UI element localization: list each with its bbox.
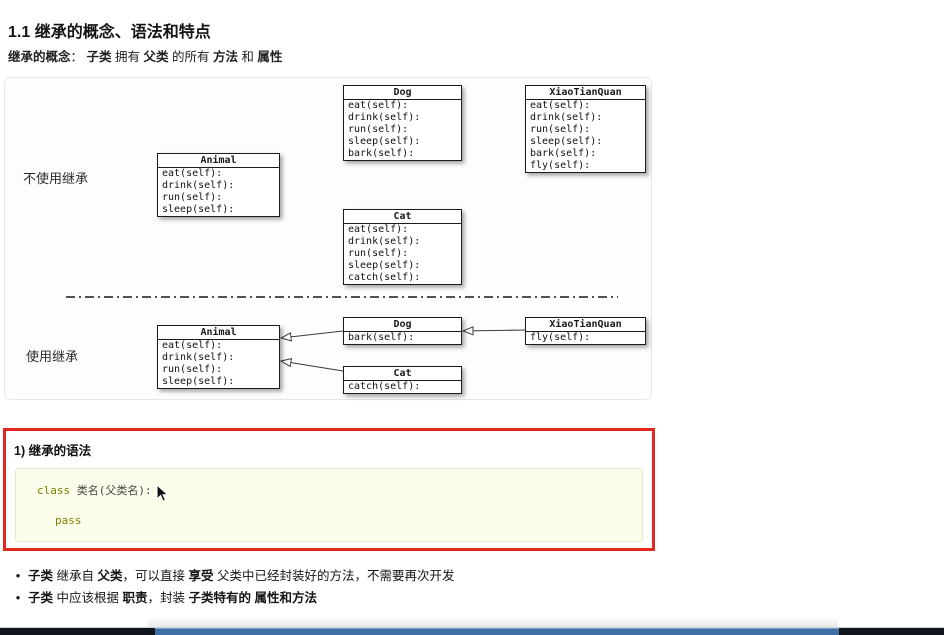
uml-method: sleep(self): <box>348 260 421 271</box>
window-shadow <box>148 618 838 627</box>
page-title: 1.1 继承的概念、语法和特点 <box>8 23 211 41</box>
uml-class-name: XiaoTianQuan <box>526 86 645 100</box>
uml-method: run(self): <box>530 124 591 135</box>
text-segment: ，封装 <box>147 591 189 605</box>
text-segment: 父类 <box>143 50 169 64</box>
inheritance-arrow <box>463 330 526 331</box>
uml-method: run(self): <box>348 124 409 135</box>
code-line: class 类名(父类名): <box>37 483 642 498</box>
text-segment: 拥有 <box>111 50 144 64</box>
uml-method: bark(self): <box>348 148 415 159</box>
text-segment: 和 <box>237 50 258 64</box>
inheritance-arrow <box>281 330 344 338</box>
uml-method: drink(self): <box>162 180 235 191</box>
uml-method: drink(self): <box>348 236 421 247</box>
text-segment: 继承的概念 <box>8 50 71 64</box>
uml-method: eat(self): <box>348 224 409 235</box>
uml-method: sleep(self): <box>162 204 235 215</box>
code-keyword: pass <box>55 514 82 527</box>
uml-method: bark(self): <box>348 332 415 343</box>
text-segment: 子类 <box>28 569 54 583</box>
text-segment: 父类中已经封装好的方法，不需要再次开发 <box>213 569 455 583</box>
bullet-text: 子类 继承自 父类，可以直接 享受 父类中已经封装好的方法，不需要再次开发 <box>28 565 688 587</box>
uml-method: sleep(self): <box>162 376 235 387</box>
uml-method: drink(self): <box>162 352 235 363</box>
uml-method: eat(self): <box>530 100 591 111</box>
text-segment: 属性和方法 <box>254 591 317 605</box>
text-segment: 子类 <box>28 591 54 605</box>
inheritance-arrow <box>281 361 344 372</box>
bullet-marker: • <box>15 568 21 583</box>
uml-class-name: XiaoTianQuan <box>526 318 645 332</box>
bullet-list: • 子类 继承自 父类，可以直接 享受 父类中已经封装好的方法，不需要再次开发 • 子… <box>8 565 688 609</box>
uml-method: run(self): <box>162 192 223 203</box>
text-segment: 属性 <box>257 50 283 64</box>
uml-method: drink(self): <box>348 112 421 123</box>
label-with-inheritance: 使用继承 <box>26 349 79 364</box>
bullet-marker: • <box>15 590 21 605</box>
bullet-item: • 子类 中应该根据 职责，封装 子类特有的 属性和方法 <box>8 587 688 609</box>
taskbar-window-segment[interactable] <box>155 628 839 635</box>
uml-method: eat(self): <box>162 168 223 179</box>
uml-method: fly(self): <box>530 332 591 343</box>
uml-method: fly(self): <box>530 160 591 171</box>
code-block: class 类名(父类名): pass <box>15 468 643 542</box>
uml-class-name: Cat <box>344 367 461 381</box>
uml-method: bark(self): <box>530 148 597 159</box>
mouse-cursor-icon <box>156 484 169 502</box>
uml-method: sleep(self): <box>530 136 603 147</box>
bullet-text: 子类 中应该根据 职责，封装 子类特有的 属性和方法 <box>28 587 688 609</box>
concept-statement: 继承的概念： 子类 拥有 父类 的所有 方法 和 属性 <box>8 46 282 65</box>
text-segment: 中应该根据 <box>53 591 123 605</box>
uml-class-name: Cat <box>344 210 461 224</box>
uml-method: drink(self): <box>530 112 603 123</box>
text-segment: 子类特有的 <box>188 591 251 605</box>
uml-method: catch(self): <box>348 381 421 392</box>
text-segment: ，可以直接 <box>122 569 189 583</box>
uml-method: eat(self): <box>348 100 409 111</box>
text-segment: 子类 <box>86 50 112 64</box>
syntax-heading: 1) 继承的语法 <box>14 444 92 458</box>
text-segment: 方法 <box>212 50 238 64</box>
bullet-item: • 子类 继承自 父类，可以直接 享受 父类中已经封装好的方法，不需要再次开发 <box>8 565 688 587</box>
uml-method: eat(self): <box>162 340 223 351</box>
syntax-section-highlight: 1) 继承的语法 class 类名(父类名): pass <box>3 428 655 551</box>
uml-class-name: Animal <box>158 326 279 340</box>
text-segment: 职责 <box>122 591 148 605</box>
code-text: 类名(父类名): <box>76 484 152 497</box>
uml-method: run(self): <box>162 364 223 375</box>
code-keyword: class <box>37 484 77 497</box>
uml-class-name: Dog <box>344 318 461 332</box>
uml-class-name: Dog <box>344 86 461 100</box>
text-segment: 享受 <box>188 569 214 583</box>
code-line: pass <box>37 513 642 528</box>
taskbar-strip <box>0 627 944 635</box>
uml-class-name: Animal <box>158 154 279 168</box>
uml-method: catch(self): <box>348 272 421 283</box>
text-segment: ： <box>70 50 87 64</box>
uml-method: sleep(self): <box>348 136 421 147</box>
uml-method: run(self): <box>348 248 409 259</box>
label-no-inheritance: 不使用继承 <box>23 171 89 186</box>
text-segment: 的所有 <box>168 50 213 64</box>
text-segment: 父类 <box>97 569 123 583</box>
text-segment: 继承自 <box>53 569 98 583</box>
